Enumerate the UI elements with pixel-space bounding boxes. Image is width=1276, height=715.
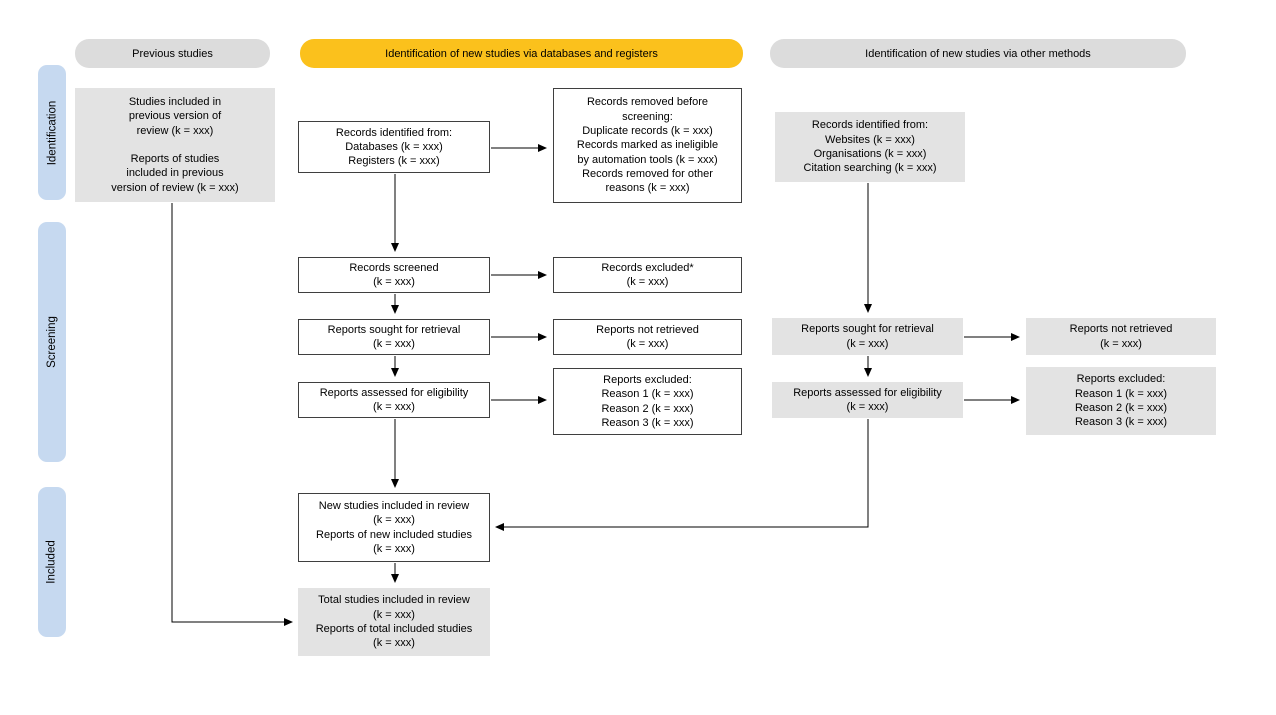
header-databases-registers: Identification of new studies via databa… — [300, 39, 743, 68]
box-other-reports-not-retrieved: Reports not retrieved (k = xxx) — [1026, 318, 1216, 355]
stage-included-label: Included — [46, 540, 59, 584]
stage-screening: Screening — [38, 222, 66, 462]
stage-included: Included — [38, 487, 66, 637]
box-other-reports-assessed: Reports assessed for eligibility (k = xx… — [772, 382, 963, 418]
stage-identification: Identification — [38, 65, 66, 200]
box-records-identified-other: Records identified from: Websites (k = x… — [775, 112, 965, 182]
box-reports-not-retrieved: Reports not retrieved (k = xxx) — [553, 319, 742, 355]
box-total-studies-included: Total studies included in review (k = xx… — [298, 588, 490, 656]
box-records-identified-databases: Records identified from: Databases (k = … — [298, 121, 490, 173]
header-other-methods: Identification of new studies via other … — [770, 39, 1186, 68]
arrow-other-assessed-to-new-studies — [495, 419, 869, 531]
box-other-reports-excluded: Reports excluded: Reason 1 (k = xxx) Rea… — [1026, 367, 1216, 435]
stage-screening-label: Screening — [46, 316, 59, 368]
box-records-screened: Records screened (k = xxx) — [298, 257, 490, 293]
arrow-previous-to-total — [171, 203, 293, 626]
box-reports-assessed: Reports assessed for eligibility (k = xx… — [298, 382, 490, 418]
stage-identification-label: Identification — [46, 100, 59, 165]
box-previous-studies-included: Studies included in previous version of … — [75, 88, 275, 202]
box-reports-excluded: Reports excluded: Reason 1 (k = xxx) Rea… — [553, 368, 742, 435]
box-reports-sought: Reports sought for retrieval (k = xxx) — [298, 319, 490, 355]
box-other-reports-sought: Reports sought for retrieval (k = xxx) — [772, 318, 963, 355]
header-previous-studies: Previous studies — [75, 39, 270, 68]
box-new-studies-included: New studies included in review (k = xxx)… — [298, 493, 490, 562]
box-records-removed-before-screening: Records removed before screening: Duplic… — [553, 88, 742, 203]
box-records-excluded: Records excluded* (k = xxx) — [553, 257, 742, 293]
